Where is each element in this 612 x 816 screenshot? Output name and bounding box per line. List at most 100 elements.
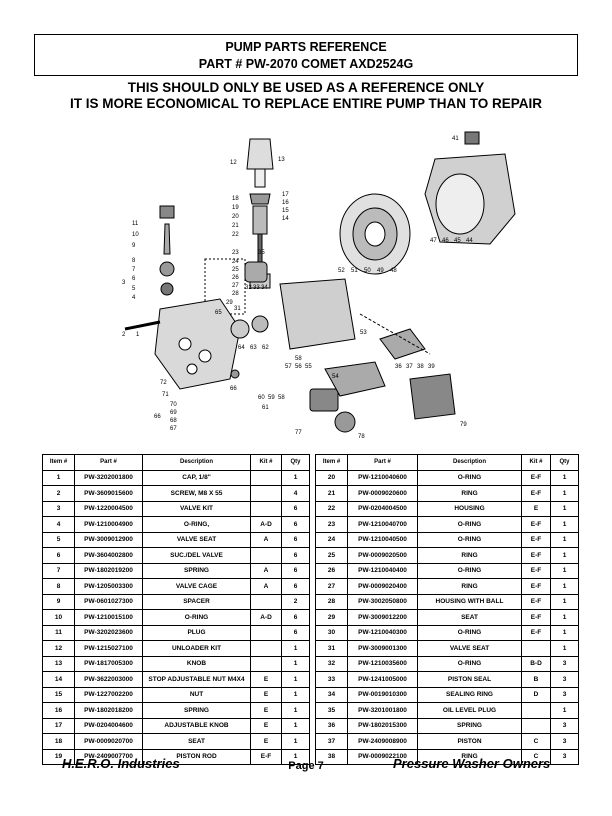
cell-qty: 6	[281, 624, 310, 641]
callout-53: 55	[305, 364, 312, 370]
cell-kit: A-D	[250, 609, 282, 626]
callout-31: 31	[234, 306, 241, 312]
warning-line-1: THIS SHOULD ONLY BE USED AS A REFERENCE …	[127, 80, 485, 95]
cell-description: O-RING	[142, 609, 251, 626]
cell-description: O-RING	[417, 562, 522, 579]
cell-kit: E-F	[521, 485, 551, 502]
cell-kit: E-F	[521, 469, 551, 486]
cell-qty: 1	[281, 733, 310, 750]
cell-description: VALVE KIT	[142, 500, 251, 517]
cell-kit: A	[250, 562, 282, 579]
callout-28: 28	[232, 291, 239, 297]
oil-plug-part	[244, 261, 268, 283]
header-qty: Qty	[281, 454, 310, 471]
cell-part: PW-1210015100	[74, 609, 143, 626]
cell-part: PW-0009020400	[347, 578, 418, 595]
cap-part	[464, 131, 480, 145]
cell-qty: 1	[281, 748, 310, 765]
cell-description: SPRING	[417, 717, 522, 734]
cell-description: RING	[417, 485, 522, 502]
callout-41: 41	[452, 136, 459, 142]
cell-kit	[521, 702, 551, 719]
warning-line-2: IT IS MORE ECONOMICAL TO REPLACE ENTIRE …	[69, 96, 543, 111]
title-box: PUMP PARTS REFERENCE PART # PW-2070 COME…	[34, 34, 578, 76]
cell-description: PISTON SEAL	[417, 671, 522, 688]
cell-kit	[250, 469, 282, 486]
cell-qty: 1	[281, 686, 310, 703]
pump-head-part	[279, 278, 356, 350]
callout-37: 37	[406, 364, 413, 370]
cell-item: 24	[315, 531, 348, 548]
callout-67: 67	[170, 426, 177, 432]
cell-item: 25	[315, 547, 348, 564]
callout-39: 39	[428, 364, 435, 370]
cell-part: PW-1220004500	[74, 500, 143, 517]
callout-36: 36	[395, 364, 402, 370]
callout-5: 5	[132, 286, 136, 292]
cell-kit: A-D	[250, 516, 282, 533]
header-kit: Kit #	[250, 454, 282, 471]
callout-49: 51	[351, 268, 358, 274]
cell-part: PW-1210035600	[347, 655, 418, 672]
cell-item: 26	[315, 562, 348, 579]
cell-item: 30	[315, 624, 348, 641]
cell-qty: 6	[281, 547, 310, 564]
callout-55: 57	[285, 364, 292, 370]
callout-19: 19	[232, 205, 239, 211]
cell-part: PW-1802019200	[74, 562, 143, 579]
cell-kit	[521, 717, 551, 734]
callout-71: 71	[162, 392, 169, 398]
cell-part: PW-1215027100	[74, 640, 143, 657]
cell-item: 8	[42, 578, 75, 595]
callout-16: 16	[282, 200, 289, 206]
cell-item: 11	[42, 624, 75, 641]
header-part: Part #	[347, 454, 418, 471]
cell-item: 5	[42, 531, 75, 548]
pump-drawing: 12 13 18 19 20 21 22 23 24 25 26 27 28 2…	[122, 131, 516, 440]
cell-qty: 6	[281, 562, 310, 579]
cell-qty: 1	[550, 624, 579, 641]
cell-description: RING	[417, 578, 522, 595]
cell-kit: A	[250, 578, 282, 595]
seal-mid-part	[251, 315, 269, 333]
callout-46: 48	[390, 268, 397, 274]
callout-9: 9	[132, 243, 136, 249]
cell-kit: E	[250, 702, 282, 719]
cell-description: PISTON	[417, 733, 522, 750]
callout-66: 66	[154, 414, 161, 420]
cell-qty: 3	[550, 748, 579, 765]
cell-part: PW-2409007700	[74, 748, 143, 765]
cell-part: PW-3604002800	[74, 547, 143, 564]
table-header-row: Item # Part # Description Kit # Qty	[315, 454, 579, 471]
cell-description: O-RING	[417, 531, 522, 548]
cell-kit	[521, 640, 551, 657]
manifold-block	[154, 298, 241, 390]
cell-item: 7	[42, 562, 75, 579]
cell-description: VALVE SEAT	[142, 531, 251, 548]
cell-part: PW-3202023600	[74, 624, 143, 641]
header-description: Description	[142, 454, 251, 471]
header-item: Item #	[315, 454, 348, 471]
callout-21: 21	[232, 223, 239, 229]
callout-8: 8	[132, 258, 136, 264]
header-item: Item #	[42, 454, 75, 471]
cell-description: VALVE CAGE	[142, 578, 251, 595]
cell-item: 4	[42, 516, 75, 533]
cell-description: HOUSING WITH BALL	[417, 593, 522, 610]
cell-description: SPRING	[142, 562, 251, 579]
cell-kit: E-F	[521, 593, 551, 610]
cell-part: PW-0204004600	[74, 717, 143, 734]
footer-tagline: Pressure Washer Owners	[393, 756, 551, 771]
cell-part: PW-1210004900	[74, 516, 143, 533]
cell-part: PW-1210040500	[347, 531, 418, 548]
cell-item: 28	[315, 593, 348, 610]
